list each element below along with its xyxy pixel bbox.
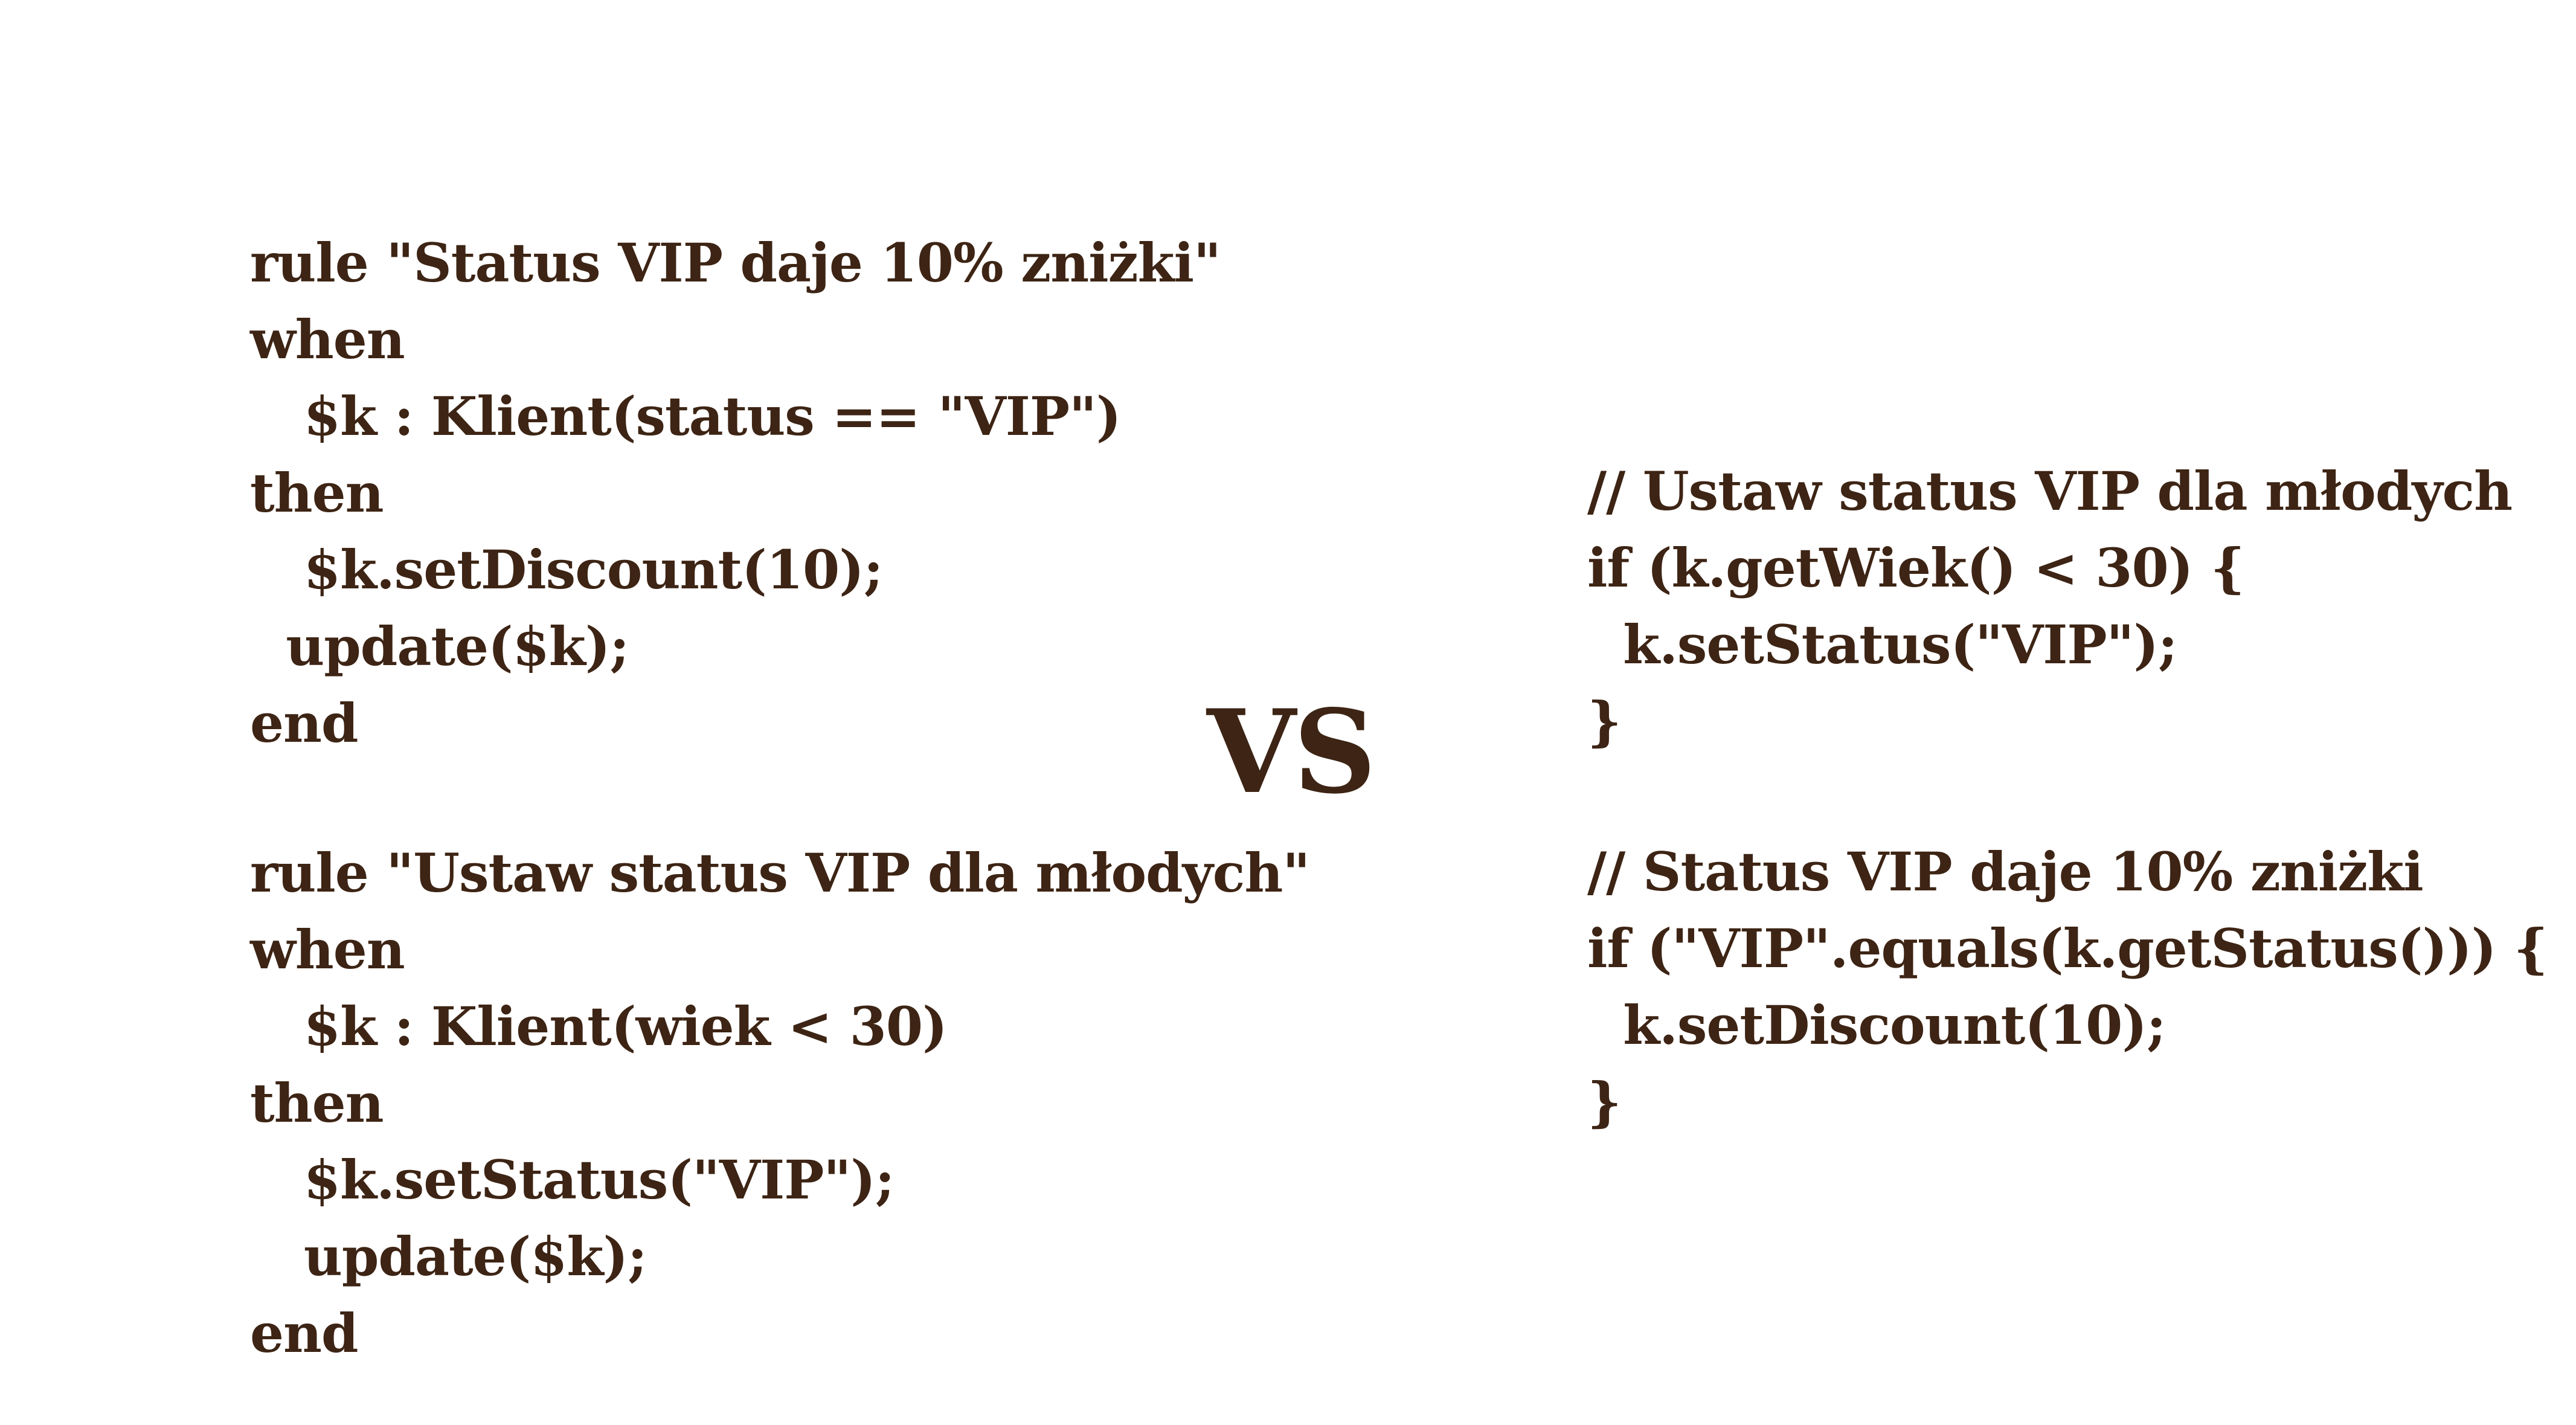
code-line: $k.setDiscount(10);: [250, 538, 883, 601]
drools-rule-vip-discount: rule "Status VIP daje 10% zniżki" when $k…: [250, 225, 1221, 762]
code-line: end: [250, 1302, 359, 1365]
code-line: $k.setStatus("VIP");: [250, 1148, 895, 1211]
code-line: }: [1587, 1070, 1622, 1133]
code-line: // Ustaw status VIP dla młodych: [1587, 460, 2513, 523]
code-line: rule "Ustaw status VIP dla młodych": [250, 841, 1310, 904]
code-line: $k : Klient(status == "VIP"): [250, 385, 1122, 448]
code-line: when: [250, 918, 405, 981]
code-line: if (k.getWiek() < 30) {: [1587, 536, 2245, 599]
code-line: k.setStatus("VIP");: [1587, 613, 2177, 676]
vs-label: VS: [1207, 684, 1376, 819]
java-code-vip-young: // Ustaw status VIP dla młodych if (k.get…: [1587, 453, 2513, 760]
code-line: update($k);: [250, 615, 629, 678]
code-line: // Status VIP daje 10% zniżki: [1587, 840, 2424, 903]
code-line: rule "Status VIP daje 10% zniżki": [250, 231, 1221, 294]
code-line: then: [250, 462, 384, 524]
code-line: update($k);: [250, 1225, 647, 1288]
code-line: if ("VIP".equals(k.getStatus())) {: [1587, 917, 2548, 980]
code-line: then: [250, 1072, 384, 1134]
code-line: k.setDiscount(10);: [1587, 994, 2166, 1057]
code-line: when: [250, 308, 405, 371]
drools-rule-vip-young: rule "Ustaw status VIP dla młodych"when …: [250, 835, 1310, 1372]
java-code-vip-discount: // Status VIP daje 10% zniżki if ("VIP".e…: [1587, 834, 2548, 1140]
code-line: $k : Klient(wiek < 30): [250, 995, 948, 1058]
code-line: end: [250, 692, 358, 754]
code-line: }: [1587, 690, 1622, 753]
